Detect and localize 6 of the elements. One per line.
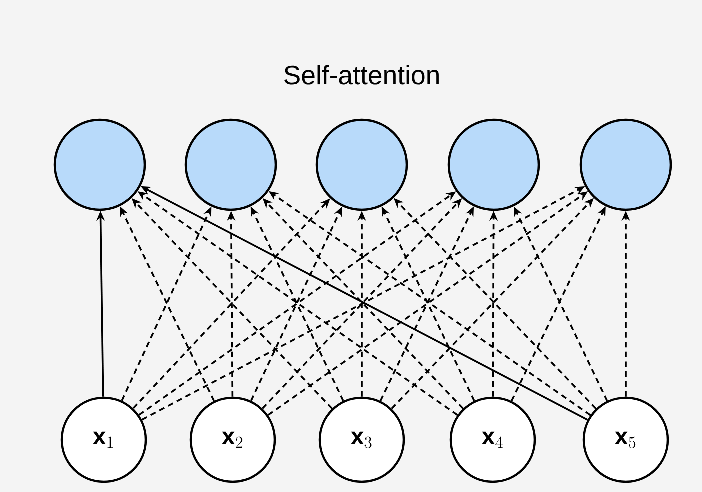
title: Self-attention xyxy=(284,65,439,85)
output-circle xyxy=(448,118,540,212)
output-circle xyxy=(54,118,146,212)
output-circle xyxy=(580,118,672,212)
output-circle xyxy=(316,118,408,212)
output-circle xyxy=(184,118,278,212)
